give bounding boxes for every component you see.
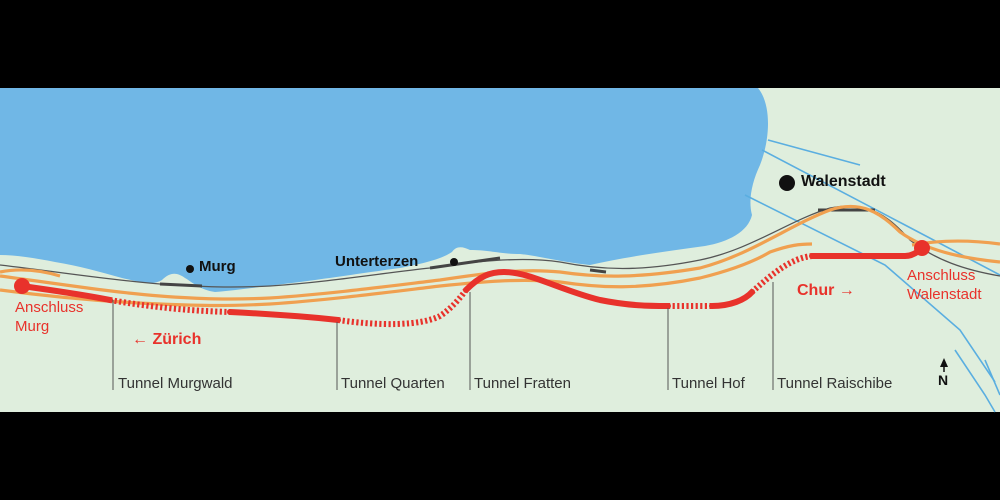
label-anschluss-walenstadt-2: Walenstadt bbox=[907, 286, 982, 303]
label-tunnel-fratten: Tunnel Fratten bbox=[474, 375, 571, 392]
tunnel-leaders bbox=[112, 282, 774, 390]
north-label: N bbox=[938, 372, 949, 388]
label-anschluss-murg-1: Anschluss bbox=[15, 299, 84, 316]
label-murg: Murg bbox=[199, 258, 236, 275]
new-line-tunnels bbox=[109, 253, 813, 328]
murg-dot bbox=[186, 265, 194, 273]
label-direction-chur: Chur → bbox=[797, 282, 855, 299]
label-tunnel-hof: Tunnel Hof bbox=[672, 375, 745, 392]
label-walenstadt: Walenstadt bbox=[801, 173, 886, 190]
north-arrow-icon bbox=[940, 358, 948, 372]
lake-walensee bbox=[0, 88, 768, 292]
label-unterterzen: Unterterzen bbox=[335, 253, 419, 270]
label-tunnel-murgwald: Tunnel Murgwald bbox=[118, 375, 233, 392]
unterterzen-dot bbox=[450, 258, 458, 266]
label-anschluss-walenstadt-1: Anschluss bbox=[907, 267, 976, 284]
label-tunnel-quarten: Tunnel Quarten bbox=[341, 375, 445, 392]
anschluss-murg-marker bbox=[14, 278, 30, 294]
label-anschluss-murg-2: Murg bbox=[15, 318, 50, 335]
walenstadt-dot bbox=[779, 175, 795, 191]
label-tunnel-raischibe: Tunnel Raischibe bbox=[777, 375, 893, 392]
label-direction-zurich: ← Zürich bbox=[132, 331, 202, 348]
anschluss-walenstadt-marker bbox=[914, 240, 930, 256]
